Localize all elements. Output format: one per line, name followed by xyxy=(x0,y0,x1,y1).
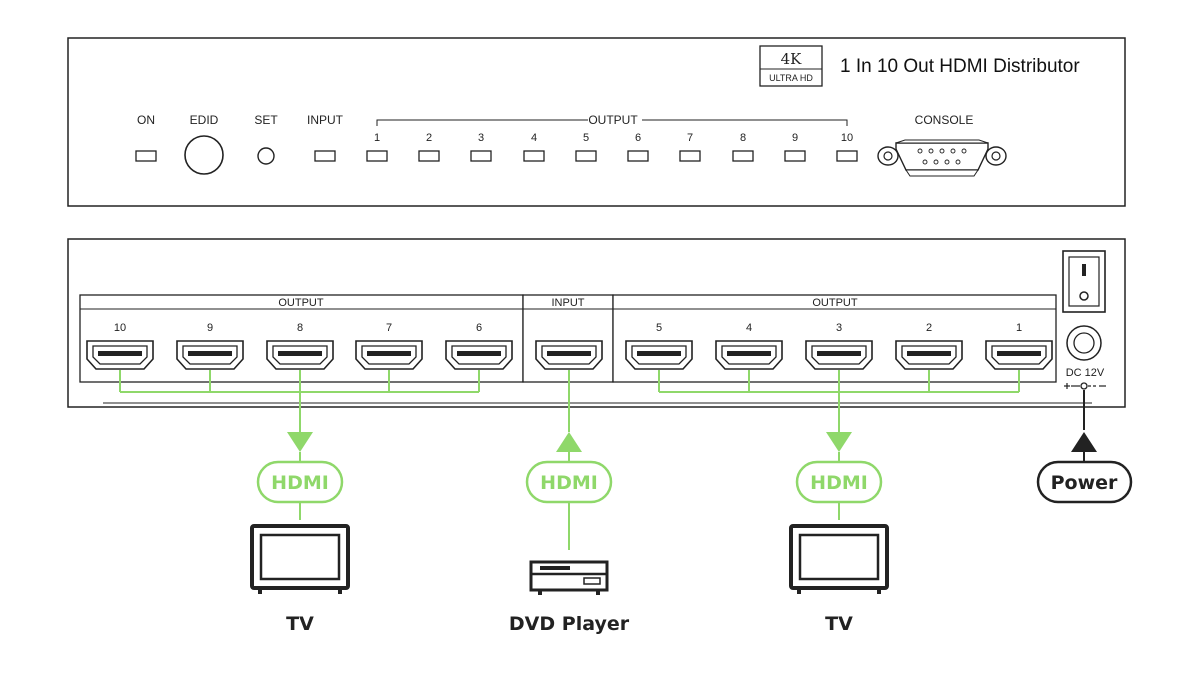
output-led-number: 4 xyxy=(531,132,537,144)
port-number: 1 xyxy=(1016,322,1022,334)
badge-ultra-hd: ULTRA HD xyxy=(769,73,813,83)
output-led-number: 1 xyxy=(374,132,380,144)
output-led xyxy=(784,150,806,162)
port-number: 8 xyxy=(297,322,303,334)
rear-panel: OUTPUT INPUT OUTPUT 10 9 8 7 6 5 4 3 2 1 xyxy=(67,238,1126,408)
ultra-hd-badge: 4K ULTRA HD xyxy=(759,45,823,87)
port-number: 5 xyxy=(656,322,662,334)
left-hdmi-pill: HDMI xyxy=(256,460,344,504)
hdmi-output-port[interactable] xyxy=(445,340,513,370)
port-number: 10 xyxy=(114,322,126,334)
center-hdmi-pill: HDMI xyxy=(525,460,613,504)
output-led xyxy=(836,150,858,162)
port-number: 7 xyxy=(386,322,392,334)
port-number: 6 xyxy=(476,322,482,334)
input-label: INPUT xyxy=(307,113,344,127)
output-led xyxy=(679,150,701,162)
output-led-number: 5 xyxy=(583,132,589,144)
console-label: CONSOLE xyxy=(915,113,974,127)
right-output-bus xyxy=(658,370,1020,520)
output-led xyxy=(732,150,754,162)
badge-4k: 4K xyxy=(781,50,803,68)
port-number: 3 xyxy=(836,322,842,334)
left-output-bus xyxy=(119,370,480,520)
input-up-arrow xyxy=(556,432,582,452)
dc-power-jack[interactable] xyxy=(1066,325,1102,361)
rear-right-output-label: OUTPUT xyxy=(812,297,858,309)
power-tag: Power xyxy=(1051,472,1118,494)
output-label: OUTPUT xyxy=(588,113,638,127)
output-led xyxy=(366,150,388,162)
hdmi-output-port[interactable] xyxy=(176,340,244,370)
port-number: 2 xyxy=(926,322,932,334)
output-led-number: 7 xyxy=(687,132,693,144)
output-led-group: 1 2 3 4 5 6 7 8 9 10 xyxy=(366,132,858,162)
set-label: SET xyxy=(254,113,278,127)
port-number: 9 xyxy=(207,322,213,334)
hdmi-output-port[interactable] xyxy=(895,340,963,370)
output-led-number: 9 xyxy=(792,132,798,144)
output-led-number: 10 xyxy=(841,132,853,144)
left-tv-icon xyxy=(250,524,350,596)
edid-knob[interactable] xyxy=(184,135,224,175)
right-hdmi-tag: HDMI xyxy=(810,472,868,494)
hdmi-output-port[interactable] xyxy=(86,340,154,370)
output-led-number: 2 xyxy=(426,132,432,144)
right-down-arrow xyxy=(826,432,852,452)
hdmi-output-port[interactable] xyxy=(805,340,873,370)
edid-label: EDID xyxy=(190,113,219,127)
on-label: ON xyxy=(137,113,155,127)
left-hdmi-tag: HDMI xyxy=(271,472,329,494)
center-device-label: DVD Player xyxy=(509,613,630,635)
output-led xyxy=(523,150,545,162)
rear-input-label: INPUT xyxy=(552,297,585,309)
left-device-label: TV xyxy=(286,613,314,635)
output-bracket xyxy=(376,119,848,126)
port-number: 4 xyxy=(746,322,752,334)
output-led-number: 6 xyxy=(635,132,641,144)
dc-12v-label: DC 12V xyxy=(1066,367,1105,379)
hdmi-output-port[interactable] xyxy=(355,340,423,370)
front-panel: 4K ULTRA HD 1 In 10 Out HDMI Distributor… xyxy=(67,37,1126,207)
left-down-arrow xyxy=(287,432,313,452)
dvd-player-icon xyxy=(529,560,609,595)
right-device-label: TV xyxy=(825,613,853,635)
power-pill: Power xyxy=(1036,460,1133,504)
power-line xyxy=(1071,390,1097,462)
set-button[interactable] xyxy=(257,147,275,165)
output-led xyxy=(627,150,649,162)
hdmi-output-port[interactable] xyxy=(625,340,693,370)
polarity-icon xyxy=(1064,382,1106,390)
right-tv-icon xyxy=(789,524,889,596)
output-led xyxy=(575,150,597,162)
input-led xyxy=(314,150,336,162)
center-hdmi-tag: HDMI xyxy=(540,472,598,494)
power-led xyxy=(135,150,157,162)
output-led-number: 8 xyxy=(740,132,746,144)
hdmi-input-port[interactable] xyxy=(535,340,603,370)
console-db9-port[interactable] xyxy=(877,139,1007,177)
output-led xyxy=(418,150,440,162)
hdmi-output-port[interactable] xyxy=(715,340,783,370)
rear-left-output-label: OUTPUT xyxy=(278,297,324,309)
right-hdmi-pill: HDMI xyxy=(795,460,883,504)
output-led xyxy=(470,150,492,162)
hdmi-output-port[interactable] xyxy=(985,340,1053,370)
product-title: 1 In 10 Out HDMI Distributor xyxy=(840,56,1080,77)
hdmi-output-port[interactable] xyxy=(266,340,334,370)
output-led-number: 3 xyxy=(478,132,484,144)
power-switch[interactable] xyxy=(1062,250,1106,313)
